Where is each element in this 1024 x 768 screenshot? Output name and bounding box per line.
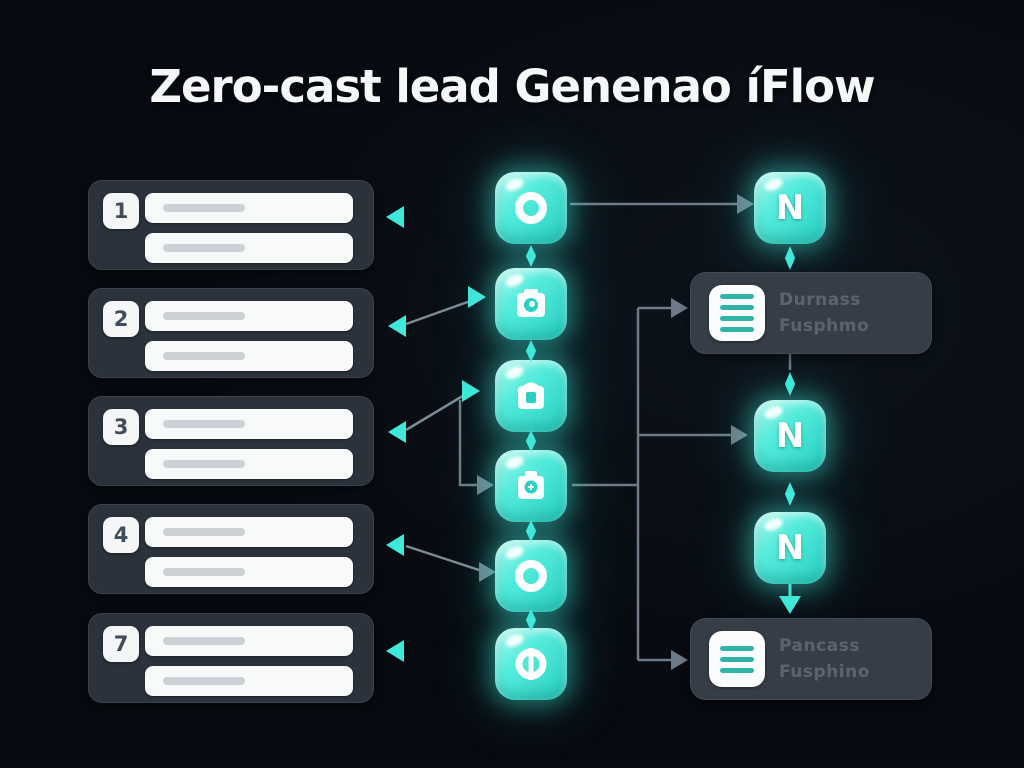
flow-diamond-connector: [525, 340, 537, 362]
output-card-line1: Durnass: [779, 290, 861, 310]
flow-node-3: [495, 360, 567, 432]
camera-box-icon: [518, 382, 544, 409]
placeholder-line: [163, 352, 245, 360]
camera-case-icon: [518, 471, 544, 499]
n-node-label: N: [775, 416, 805, 456]
split-circle-icon: [515, 648, 547, 680]
n-node-label: N: [775, 528, 805, 568]
list-icon: [709, 631, 765, 687]
flow-diamond-connector: [784, 482, 796, 506]
placeholder-line: [163, 244, 245, 252]
flow-node-1: [495, 172, 567, 244]
placeholder-line: [163, 420, 245, 428]
placeholder-line: [163, 312, 245, 320]
n-node-3: N: [754, 512, 826, 584]
placeholder-line: [163, 637, 245, 645]
flow-node-2: [495, 268, 567, 340]
flow-node-4: [495, 450, 567, 522]
placeholder-line: [163, 460, 245, 468]
step-card-7: 7: [88, 613, 374, 703]
output-card-line1: Pancass: [779, 636, 860, 656]
step-card-3: 3: [88, 396, 374, 486]
placeholder-text-bar: [145, 517, 353, 547]
step-card-2: 2: [88, 288, 374, 378]
flow-diamond-connector: [784, 372, 796, 396]
output-card-line2: Fusphmo: [779, 316, 870, 337]
flow-diamond-connector: [525, 430, 537, 452]
output-card-text: Durnass Fusphmo: [779, 287, 869, 340]
placeholder-text-bar: [145, 666, 353, 696]
placeholder-text-bar: [145, 626, 353, 656]
step-number-badge: 2: [103, 301, 139, 337]
placeholder-text-bar: [145, 193, 353, 223]
flow-diamond-connector: [525, 609, 537, 631]
placeholder-text-bar: [145, 557, 353, 587]
n-node-2: N: [754, 400, 826, 472]
n-node-label: N: [775, 188, 805, 228]
flow-diamond-connector: [525, 245, 537, 267]
page-title: Zero-cast lead Genenao íFlow: [149, 60, 875, 113]
step-number-badge: 4: [103, 517, 139, 553]
flow-diamond-connector: [525, 520, 537, 542]
list-icon: [709, 285, 765, 341]
step-number-badge: 1: [103, 193, 139, 229]
flow-diamond-connector: [784, 246, 796, 270]
n-node-1: N: [754, 172, 826, 244]
step-number-badge: 3: [103, 409, 139, 445]
step-card-4: 4: [88, 504, 374, 594]
step-number-badge: 7: [103, 626, 139, 662]
output-card-line2: Fusphino: [779, 662, 870, 683]
placeholder-line: [163, 528, 245, 536]
ring-icon: [515, 560, 547, 592]
placeholder-line: [163, 204, 245, 212]
placeholder-line: [163, 568, 245, 576]
ring-icon: [515, 192, 547, 224]
flow-node-5: [495, 540, 567, 612]
flow-node-6: [495, 628, 567, 700]
placeholder-text-bar: [145, 449, 353, 479]
output-card-2: Pancass Fusphino: [690, 618, 932, 700]
output-card-1: Durnass Fusphmo: [690, 272, 932, 354]
step-card-1: 1: [88, 180, 374, 270]
camera-icon: [517, 289, 545, 317]
placeholder-text-bar: [145, 409, 353, 439]
placeholder-text-bar: [145, 341, 353, 371]
placeholder-line: [163, 677, 245, 685]
placeholder-text-bar: [145, 233, 353, 263]
placeholder-text-bar: [145, 301, 353, 331]
output-card-text: Pancass Fusphino: [779, 633, 870, 686]
